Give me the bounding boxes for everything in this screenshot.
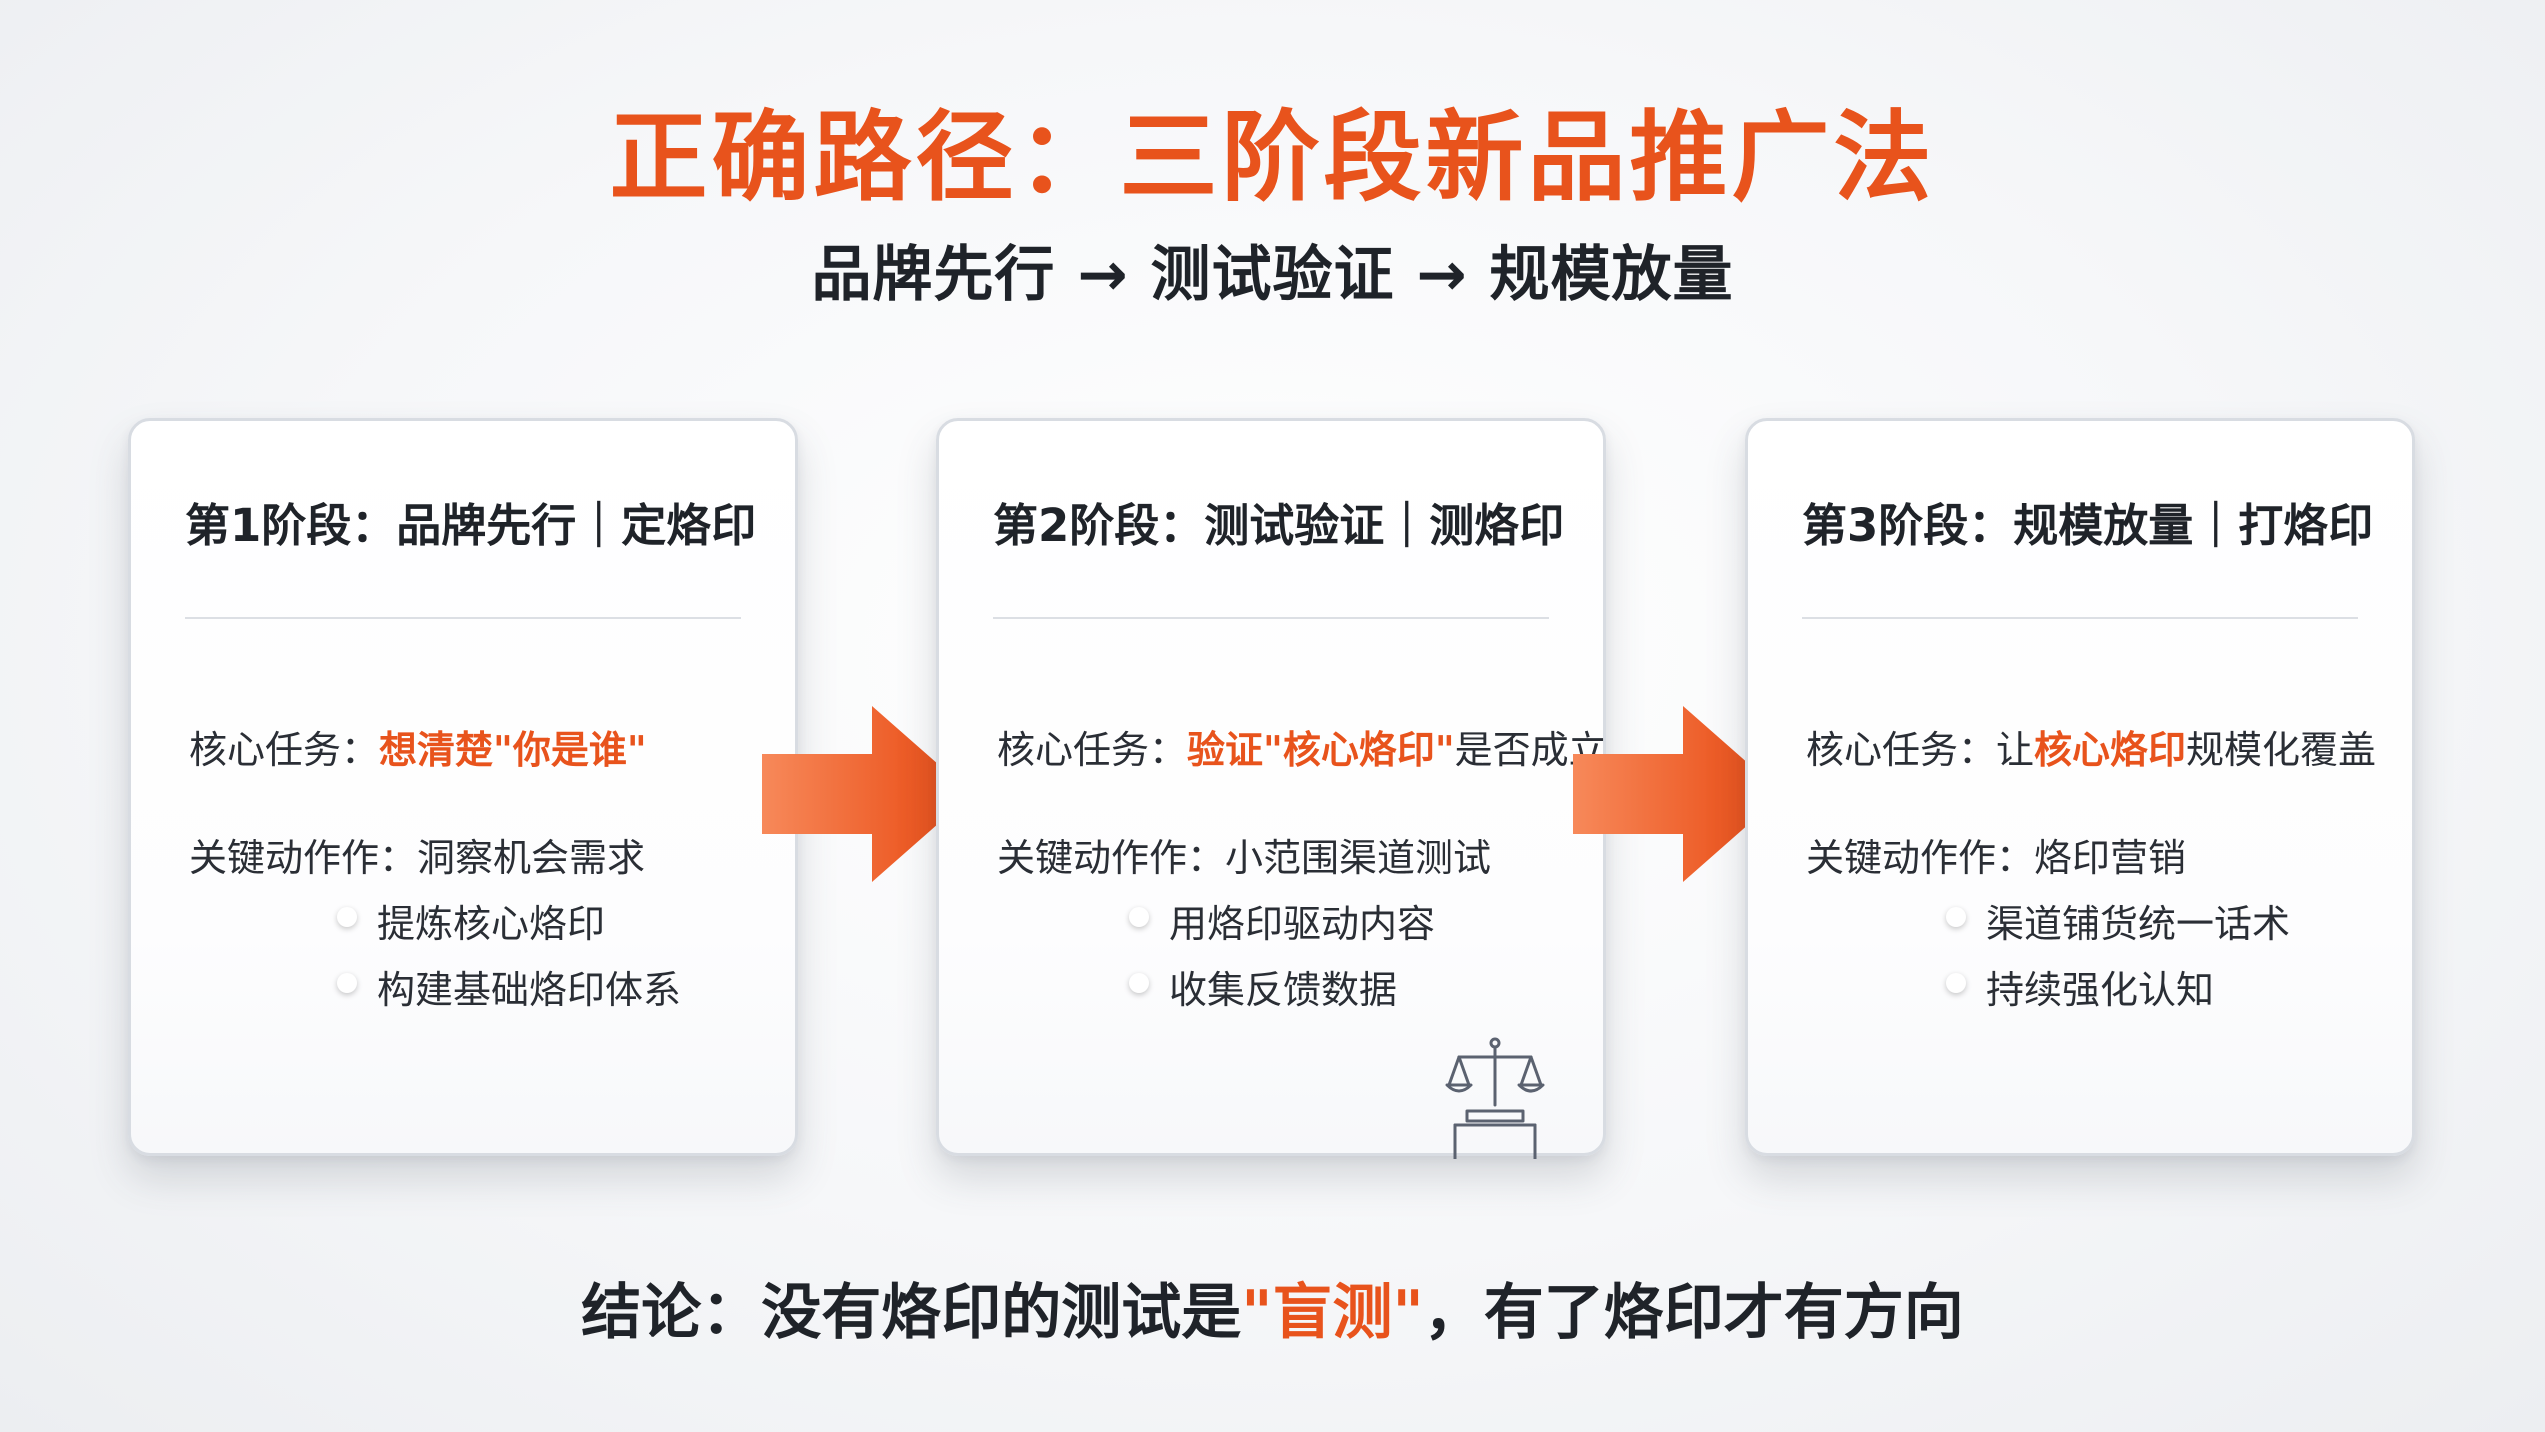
key-action-item: 小范围渠道测试: [1225, 836, 1492, 880]
key-actions-row: 关键动作作：小范围渠道测试: [997, 827, 1491, 882]
key-actions-label: 关键动作作：: [1806, 836, 2035, 880]
bullet-dot-icon: [1129, 973, 1149, 993]
divider: [185, 617, 741, 619]
core-task-highlight: 核心烙印: [2034, 728, 2187, 772]
arrow-right-icon: [1573, 706, 1783, 882]
core-task-post: 规模化覆盖: [2186, 728, 2377, 772]
core-task-highlight: 想清楚"你是谁": [379, 728, 647, 772]
stage-title: 第3阶段：规模放量｜打烙印: [1802, 499, 2374, 552]
key-actions-row: 关键动作作：烙印营销: [1806, 827, 2186, 882]
conclusion-highlight: "盲测": [1241, 1278, 1424, 1348]
key-action-bullet: 收集反馈数据: [1129, 959, 1398, 1014]
key-action-bullet: 渠道铺货统一话术: [1946, 893, 2291, 948]
core-task-row: 核心任务：让核心烙印规模化覆盖: [1806, 719, 2376, 774]
core-task-label: 核心任务：: [189, 728, 380, 772]
bullet-dot-icon: [337, 973, 357, 993]
key-actions-label: 关键动作作：: [189, 836, 418, 880]
stage-card-2: 第2阶段：测试验证｜测烙印 核心任务：验证"核心烙印"是否成立 关键动作作：小范…: [936, 418, 1607, 1159]
scale-justice-icon: [1445, 1037, 1545, 1159]
key-action-bullet: 用烙印驱动内容: [1129, 893, 1436, 948]
key-actions-label: 关键动作作：: [997, 836, 1226, 880]
key-action-item: 烙印营销: [2034, 836, 2187, 880]
conclusion-pre: 结论：没有烙印的测试是: [581, 1278, 1242, 1348]
key-action-item: 持续强化认知: [1986, 968, 2215, 1012]
key-action-item: 用烙印驱动内容: [1169, 902, 1436, 946]
conclusion-post: ，有了烙印才有方向: [1423, 1278, 1964, 1348]
stage-title: 第1阶段：品牌先行｜定烙印: [185, 499, 757, 552]
stage-card-1: 第1阶段：品牌先行｜定烙印 核心任务：想清楚"你是谁" 关键动作作：洞察机会需求…: [128, 418, 798, 1156]
divider: [993, 617, 1549, 619]
stage-title: 第2阶段：测试验证｜测烙印: [993, 499, 1565, 552]
core-task-row: 核心任务：想清楚"你是谁": [189, 719, 647, 774]
core-task-pre: 让: [1996, 728, 2035, 772]
page-title: 正确路径：三阶段新品推广法: [609, 101, 1936, 215]
divider: [1802, 617, 2358, 619]
key-action-item: 提炼核心烙印: [377, 902, 606, 946]
key-action-bullet: 持续强化认知: [1946, 959, 2215, 1014]
key-action-item: 收集反馈数据: [1169, 968, 1398, 1012]
core-task-label: 核心任务：: [997, 728, 1188, 772]
core-task-row: 核心任务：验证"核心烙印"是否成立: [997, 719, 1607, 774]
page-subtitle: 品牌先行 → 测试验证 → 规模放量: [811, 240, 1734, 310]
core-task-label: 核心任务：: [1806, 728, 1997, 772]
key-action-item: 洞察机会需求: [417, 836, 646, 880]
key-action-bullet: 构建基础烙印体系: [337, 959, 682, 1014]
bullet-dot-icon: [1946, 973, 1966, 993]
key-action-item: 渠道铺货统一话术: [1986, 902, 2291, 946]
conclusion-text: 结论：没有烙印的测试是"盲测"，有了烙印才有方向: [0, 1264, 2545, 1351]
key-action-item: 构建基础烙印体系: [377, 968, 682, 1012]
key-actions-row: 关键动作作：洞察机会需求: [189, 827, 645, 882]
core-task-highlight: 验证"核心烙印": [1187, 728, 1455, 772]
bullet-dot-icon: [1129, 907, 1149, 927]
key-action-bullet: 提炼核心烙印: [337, 893, 606, 948]
stage-card-3: 第3阶段：规模放量｜打烙印 核心任务：让核心烙印规模化覆盖 关键动作作：烙印营销…: [1745, 418, 2415, 1156]
arrow-right-icon: [762, 706, 972, 882]
bullet-dot-icon: [1946, 907, 1966, 927]
bullet-dot-icon: [337, 907, 357, 927]
